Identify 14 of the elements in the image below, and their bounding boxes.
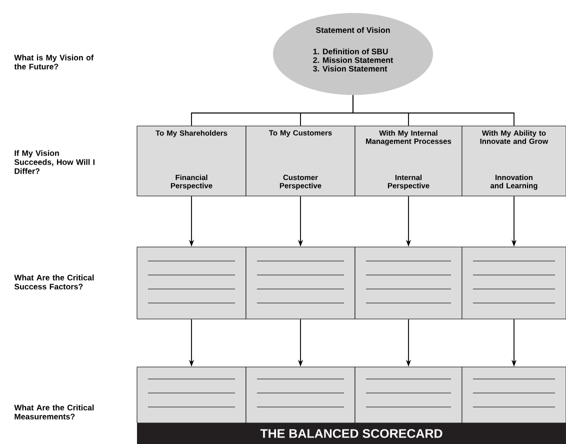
- blank-lines-box: [354, 246, 462, 320]
- tree-connector: [352, 94, 514, 126]
- blank-lines-box: [136, 366, 246, 424]
- blank-lines-box: [246, 366, 356, 424]
- blank-lines-box: [462, 366, 566, 424]
- blank-lines-box: [246, 246, 356, 320]
- question-label: What Are the Critical Measurements?: [14, 404, 94, 420]
- question-label: If My Vision Succeeds, How Will I Differ?: [14, 150, 95, 174]
- blank-lines-box: [354, 366, 462, 424]
- blank-lines-box: [462, 246, 566, 320]
- question-label: What is My Vision of the Future?: [14, 54, 94, 70]
- title-banner: THE BALANCED SCORECARD: [137, 423, 566, 444]
- question-label: What Are the Critical Success Factors?: [14, 274, 94, 290]
- blank-lines-box: [136, 246, 246, 320]
